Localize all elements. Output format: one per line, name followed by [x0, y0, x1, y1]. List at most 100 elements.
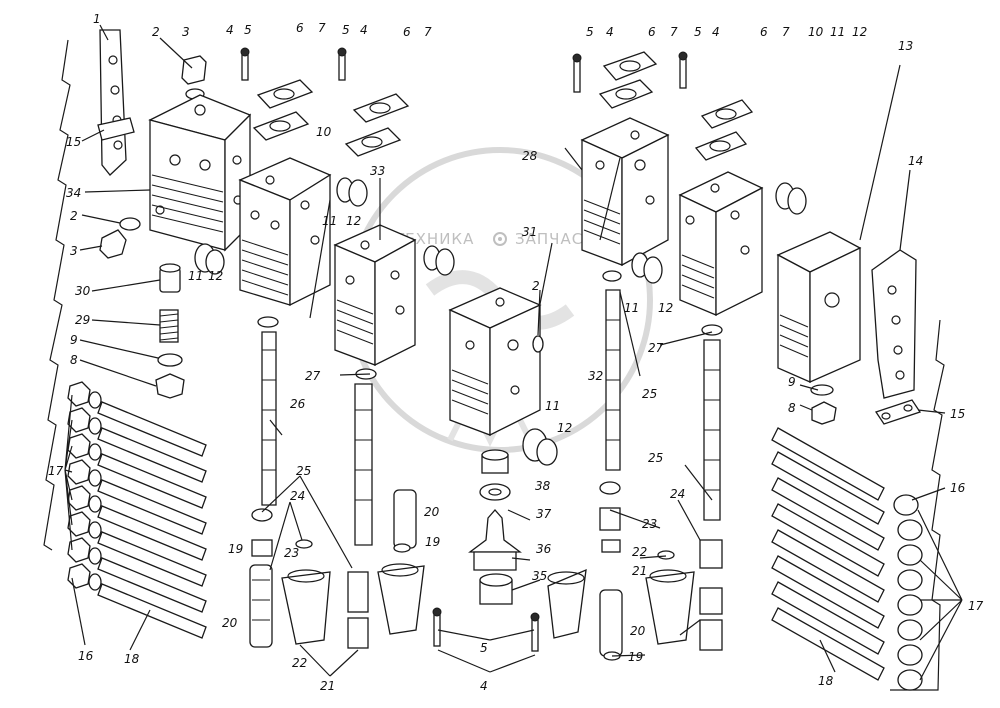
- callout-label: 16: [78, 649, 94, 663]
- bolt-left-3: [67, 433, 207, 509]
- ring-part-12-b: [348, 179, 368, 207]
- right-boundary-line: [890, 319, 945, 691]
- bushing-part-21-a: [347, 571, 369, 649]
- callout-label: 4: [606, 25, 614, 39]
- callout-label: 11: [188, 269, 203, 283]
- bolt-right-4: [771, 503, 923, 591]
- callout-label: 2: [532, 279, 540, 293]
- bushing-part-19-a: [251, 539, 273, 557]
- callout-label: 3: [70, 244, 78, 258]
- bolt-group-right: [771, 427, 923, 691]
- callout-label: 37: [536, 507, 552, 521]
- callout-label: 20: [424, 505, 440, 519]
- valve-block-part-34: [148, 94, 252, 252]
- callout-label: 21: [632, 564, 647, 578]
- gasket-part-7-c: [598, 79, 654, 109]
- callout-label: 11: [624, 301, 639, 315]
- callout-label: 24: [290, 489, 305, 503]
- callout-label: 31: [522, 225, 537, 239]
- callout-label: 5: [244, 23, 252, 37]
- bolt-left-6: [67, 511, 207, 587]
- valve-block-part-28: [580, 117, 670, 267]
- callout-label: 33: [370, 164, 385, 178]
- washer-part-37: [479, 483, 511, 501]
- callout-label: 27: [305, 369, 321, 383]
- callout-label: 36: [536, 542, 552, 556]
- callout-label: 3: [182, 25, 190, 39]
- callout-label: 2: [70, 209, 78, 223]
- ring-part-12-a: [205, 249, 225, 275]
- callout-label: 10: [808, 25, 824, 39]
- cap-part-35: [479, 573, 513, 605]
- valve-block-part-10-left: [238, 157, 332, 307]
- callout-label: 6: [296, 21, 304, 35]
- left-boundary-line: [43, 39, 71, 551]
- housing-part-22-b: [377, 563, 425, 635]
- ring-part-22-ring: [657, 550, 675, 560]
- screw-part-5-a: [240, 47, 250, 81]
- bolt-right-1: [771, 427, 919, 516]
- valve-block-part-31: [448, 287, 542, 437]
- callout-label: 21: [320, 679, 335, 693]
- callout-label: 30: [75, 284, 91, 298]
- screw-part-5-b: [337, 47, 347, 81]
- callout-label: 19: [628, 650, 643, 664]
- bolt-right-6: [771, 555, 923, 641]
- bolt-left-1: [67, 381, 207, 457]
- plug-part-3-left: [99, 229, 127, 259]
- callout-label: 32: [588, 369, 603, 383]
- ring-part-23-a: [295, 539, 313, 549]
- callout-label: 34: [66, 186, 81, 200]
- plunger-part-36: [468, 509, 522, 571]
- valve-block-part-10-right: [678, 171, 764, 317]
- spring-part-29: [159, 309, 179, 343]
- callout-label: 4: [480, 679, 488, 693]
- spool-part-25-right: [703, 339, 721, 521]
- callout-label: 10: [316, 125, 332, 139]
- callout-label: 29: [75, 313, 90, 327]
- sleeve-part-20-right: [599, 589, 623, 657]
- bolt-right-8: [771, 607, 923, 691]
- plate-part-15-right: [874, 399, 922, 425]
- bolt-right-2: [771, 451, 923, 541]
- callout-label: 6: [648, 25, 656, 39]
- callout-label: 12: [658, 301, 673, 315]
- callout-label: 25: [296, 464, 311, 478]
- housing-part-22-d: [645, 569, 695, 645]
- bolt-right-5: [771, 529, 923, 616]
- ring-part-27-d: [701, 324, 723, 336]
- bolt-right-3: [771, 477, 923, 566]
- callout-label: 26: [290, 397, 306, 411]
- callout-label: 7: [670, 25, 678, 39]
- gasket-part-7-b: [344, 127, 402, 157]
- callout-label: 24: [670, 487, 685, 501]
- gasket-part-6-c: [602, 51, 658, 81]
- ring-part-25-a: [251, 508, 273, 522]
- gasket-part-7-d: [694, 131, 748, 161]
- sleeve-part-30: [159, 263, 181, 293]
- bolt-left-5: [67, 485, 207, 561]
- callout-label: 38: [535, 479, 551, 493]
- spool-part-32: [605, 289, 621, 471]
- gasket-part-7-a: [252, 111, 310, 141]
- callout-label: 25: [642, 387, 657, 401]
- callout-label: 5: [694, 25, 702, 39]
- callout-label: 12: [208, 269, 223, 283]
- bolt-group-left: [67, 381, 207, 639]
- sleeve-part-20-a: [249, 564, 273, 648]
- plug-part-8-left: [155, 373, 185, 399]
- callout-label: 5: [342, 23, 350, 37]
- valve-block-part-33: [333, 224, 417, 367]
- callout-label: 23: [642, 517, 657, 531]
- gasket-part-6-d: [700, 99, 754, 129]
- callout-label: 1: [93, 12, 101, 26]
- bolt-left-8: [67, 563, 207, 639]
- bracket-part-14: [871, 249, 917, 399]
- callout-label: 12: [852, 25, 867, 39]
- callout-label: 7: [782, 25, 790, 39]
- ring-part-27-a: [257, 316, 279, 328]
- callout-label: 9: [70, 333, 78, 347]
- gear-icon: [493, 232, 507, 246]
- ring-part-12-f: [787, 187, 807, 215]
